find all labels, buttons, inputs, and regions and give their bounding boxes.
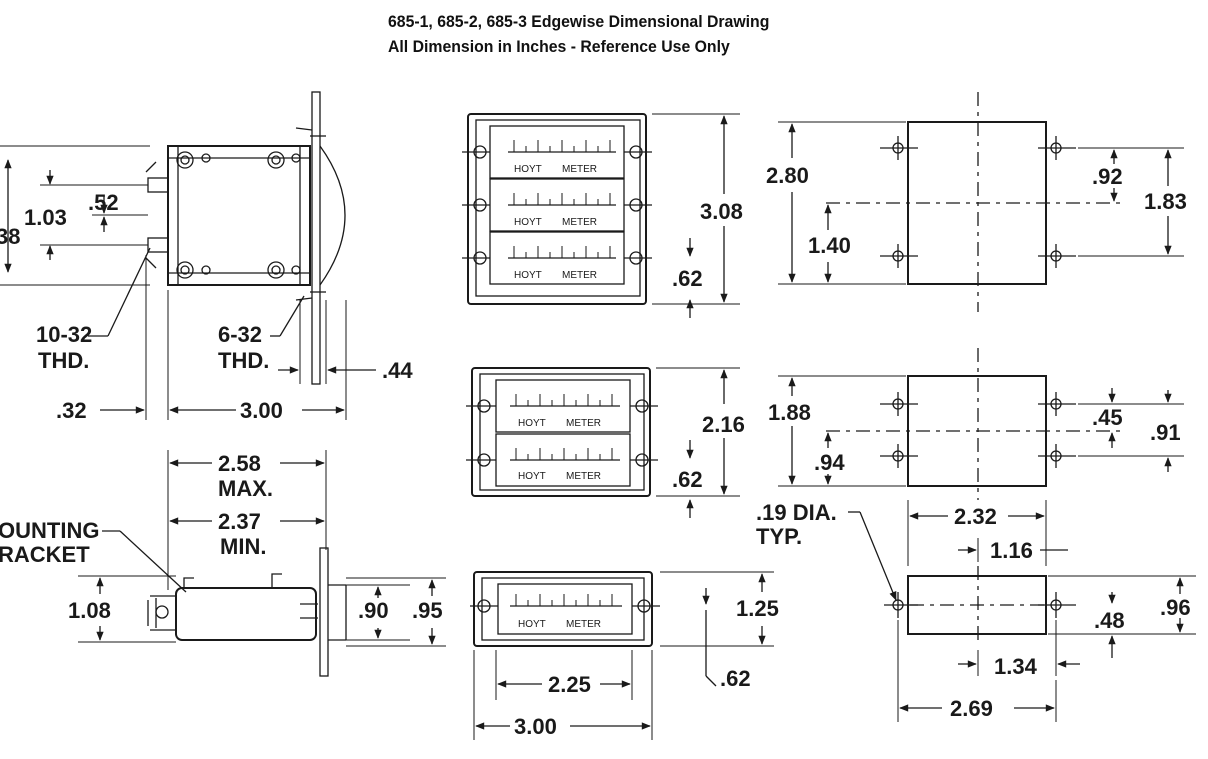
cutout-2-hole-half: .45 — [1092, 405, 1123, 430]
front-view-2: HOYT METER HOYT METER 2.16 .62 — [466, 367, 745, 518]
meter-label-hoyt: HOYT — [514, 164, 542, 175]
front-1-height: 1.25 — [736, 596, 779, 621]
front-3-height: 3.08 — [700, 199, 743, 224]
cutout-2-height: 1.88 — [768, 400, 811, 425]
bracket-label-line2: RACKET — [0, 542, 90, 567]
cutout-1: 2.32 1.16 .19 DIA. TYP. .48 .96 1.34 — [756, 500, 1196, 722]
top-dim-b: .95 — [412, 598, 443, 623]
front-view-3: HOYT METER HOYT METER HOYT METER — [462, 113, 743, 318]
panel-plate — [311, 91, 321, 385]
cutout-3-center: 1.40 — [808, 233, 851, 258]
front-2-scale-1: HOYT METER — [495, 379, 631, 433]
mounting-hole-icon — [884, 592, 1076, 618]
front-1-scale: HOYT METER — [497, 583, 633, 635]
hole-typ-label: TYP. — [756, 524, 802, 549]
top-dim-a: .90 — [358, 598, 389, 623]
side-offset-left: .32 — [56, 398, 87, 423]
cutout-2-center: .94 — [814, 450, 845, 475]
side-height-inner: .52 — [88, 190, 119, 215]
meter-label-hoyt: HOYT — [518, 619, 546, 630]
thread-left-label: THD. — [38, 348, 89, 373]
front-1-hole-width: 2.25 — [548, 672, 591, 697]
terminal-screw-icon — [176, 151, 301, 279]
side-view-body — [167, 145, 311, 286]
front-2-pitch: .62 — [672, 467, 703, 492]
meter-label-meter: METER — [562, 270, 597, 281]
cutout-3-hole-span: 1.83 — [1144, 189, 1187, 214]
cutout-1-width: 2.32 — [954, 504, 997, 529]
front-2-scale-2: HOYT METER — [495, 433, 631, 487]
title-block: 685-1, 685-2, 685-3 Edgewise Dimensional… — [388, 9, 888, 59]
side-height-outer: 38 — [0, 224, 20, 249]
meter-label-hoyt: HOYT — [518, 471, 546, 482]
front-3-bezel — [467, 113, 647, 305]
mounting-hole-icon — [880, 136, 1076, 268]
cutout-1-overall-width: 2.69 — [950, 696, 993, 721]
meter-label-hoyt: HOYT — [518, 418, 546, 429]
mounting-hole-icon — [462, 145, 652, 265]
front-3-scale-1: HOYT METER — [489, 125, 625, 179]
top-view-body — [175, 587, 317, 641]
meter-label-hoyt: HOYT — [514, 217, 542, 228]
front-1-bezel — [473, 571, 653, 647]
cutout-3-height: 2.80 — [766, 163, 809, 188]
front-1-width: 3.00 — [514, 714, 557, 739]
front-1-frame — [481, 577, 645, 641]
side-depth: 3.00 — [240, 398, 283, 423]
side-flange: .44 — [382, 358, 413, 383]
top-view: 2.58 MAX. 2.37 MIN. OUNTING RACKET 1.08 … — [0, 450, 446, 677]
cutout-1-hole-pitch: 1.34 — [994, 654, 1038, 679]
top-panel-plate — [319, 547, 329, 677]
hole-dia-label: .19 DIA. — [756, 500, 837, 525]
meter-label-meter: METER — [562, 164, 597, 175]
top-height: 1.08 — [68, 598, 111, 623]
cutout-3-hole-half: .92 — [1092, 164, 1123, 189]
mounting-hole-icon — [880, 392, 1076, 468]
front-2-frame — [479, 373, 645, 491]
meter-label-hoyt: HOYT — [514, 270, 542, 281]
thread-left-size: 10-32 — [36, 322, 92, 347]
front-2-height: 2.16 — [702, 412, 745, 437]
thread-right-label: THD. — [218, 348, 269, 373]
drawing-title: 685-1, 685-2, 685-3 Edgewise Dimensional… — [388, 12, 770, 31]
top-max-label: MAX. — [218, 476, 273, 501]
front-3-scale-2: HOYT METER — [489, 178, 625, 232]
front-view-1: HOYT METER 1.25 .62 2.25 3.00 — [470, 571, 779, 740]
front-3-pitch: .62 — [672, 266, 703, 291]
meter-label-meter: METER — [566, 471, 601, 482]
mounting-hole-icon — [466, 399, 658, 467]
drawing-subtitle: All Dimension in Inches - Reference Use … — [388, 37, 730, 56]
cutout-3: 2.80 1.40 .92 1.83 — [766, 92, 1187, 312]
meter-label-meter: METER — [562, 217, 597, 228]
cutout-1-height: .96 — [1160, 595, 1191, 620]
front-3-scale-3: HOYT METER — [489, 231, 625, 285]
side-view: 38 1.03 .52 10-32 THD. 6-32 THD. .32 3.0… — [0, 91, 413, 423]
cutout-2-hole-span: .91 — [1150, 420, 1181, 445]
meter-label-meter: METER — [566, 418, 601, 429]
front-3-frame — [475, 119, 641, 297]
cutout-2: 1.88 .94 .45 .91 — [768, 348, 1184, 500]
bracket-label-line1: OUNTING — [0, 518, 99, 543]
cutout-1-hole-half: .48 — [1094, 608, 1125, 633]
top-max-depth: 2.58 — [218, 451, 261, 476]
top-min-depth: 2.37 — [218, 509, 261, 534]
front-2-bezel — [471, 367, 651, 497]
thread-right-size: 6-32 — [218, 322, 262, 347]
meter-label-meter: METER — [566, 619, 601, 630]
cutout-1-half-width: 1.16 — [990, 538, 1033, 563]
front-1-pitch: .62 — [720, 666, 751, 691]
side-height-middle: 1.03 — [24, 205, 67, 230]
top-min-label: MIN. — [220, 534, 266, 559]
mounting-hole-icon — [470, 599, 660, 613]
